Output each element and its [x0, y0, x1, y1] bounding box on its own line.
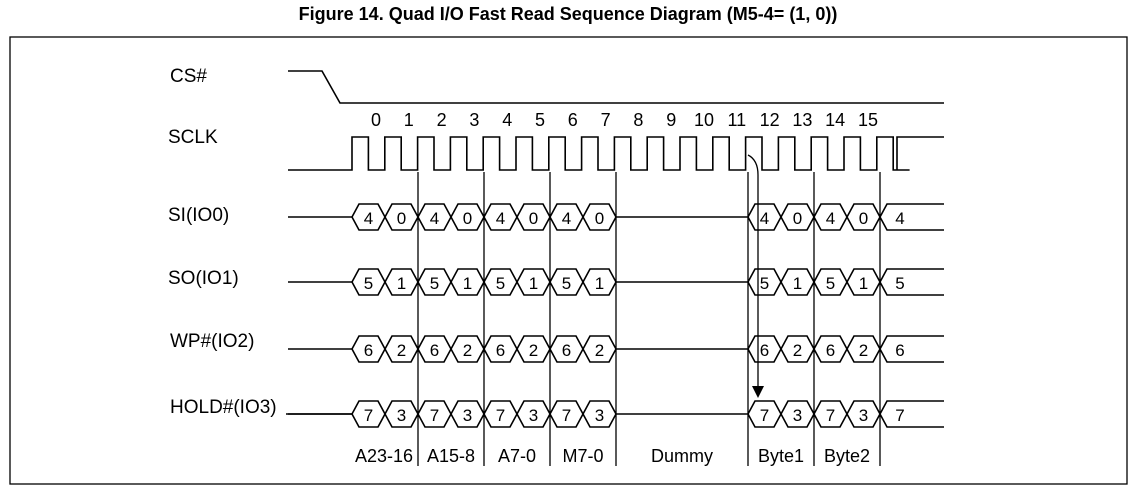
bus-value: 5 [826, 274, 835, 293]
bus-value: 3 [793, 406, 802, 425]
io0-label: SI(IO0) [168, 205, 229, 226]
bus-value: 0 [397, 209, 406, 228]
bus-value: 7 [562, 406, 571, 425]
bus-value: 0 [595, 209, 604, 228]
bus-value: 3 [595, 406, 604, 425]
bus-cell-trailing [879, 335, 944, 363]
io3-label: HOLD#(IO3) [170, 397, 277, 418]
clock-number-3: 3 [469, 110, 479, 130]
bus-value: 4 [826, 209, 835, 228]
clock-number-15: 15 [858, 110, 878, 130]
cs-label: CS# [170, 66, 207, 87]
bus-value-trailing: 6 [895, 341, 904, 360]
clock-number-0: 0 [371, 110, 381, 130]
sclk-waveform [288, 136, 944, 171]
bus-value: 2 [595, 341, 604, 360]
bus-value: 0 [859, 209, 868, 228]
segment-label-5: Byte1 [758, 446, 804, 466]
bus-value: 2 [397, 341, 406, 360]
segment-label-0: A23-16 [355, 446, 413, 466]
segment-label-3: M7-0 [562, 446, 603, 466]
cs-waveform [288, 70, 944, 104]
bus-value: 6 [364, 341, 373, 360]
bus-value: 1 [463, 274, 472, 293]
bus-value: 5 [562, 274, 571, 293]
bus-value: 0 [529, 209, 538, 228]
data-arrow-head [752, 386, 764, 398]
clock-number-12: 12 [760, 110, 780, 130]
bus-value-trailing: 7 [895, 406, 904, 425]
bus-value: 5 [430, 274, 439, 293]
bus-value: 7 [826, 406, 835, 425]
bus-value: 4 [562, 209, 571, 228]
bus-value: 1 [397, 274, 406, 293]
clock-number-6: 6 [568, 110, 578, 130]
segment-label-4: Dummy [651, 446, 713, 466]
bus-value: 5 [760, 274, 769, 293]
clock-number-8: 8 [633, 110, 643, 130]
bus-value: 4 [364, 209, 373, 228]
clock-number-14: 14 [825, 110, 845, 130]
sclk-label: SCLK [168, 127, 218, 148]
bus-value: 1 [793, 274, 802, 293]
clock-number-9: 9 [666, 110, 676, 130]
bus-value: 1 [859, 274, 868, 293]
bus-value: 7 [496, 406, 505, 425]
diagram-frame [9, 36, 1128, 485]
clock-number-11: 11 [727, 110, 746, 130]
bus-value: 6 [826, 341, 835, 360]
bus-value: 0 [793, 209, 802, 228]
figure-title: Figure 14. Quad I/O Fast Read Sequence D… [298, 4, 838, 24]
bus-value: 3 [397, 406, 406, 425]
bus-value: 2 [463, 341, 472, 360]
bus-value: 5 [496, 274, 505, 293]
bus-value: 6 [430, 341, 439, 360]
bus-value: 3 [859, 406, 868, 425]
bus-value: 6 [562, 341, 571, 360]
bus-value: 7 [364, 406, 373, 425]
bus-value-trailing: 5 [895, 274, 904, 293]
bus-value: 7 [760, 406, 769, 425]
bus-value: 6 [760, 341, 769, 360]
bus-value: 2 [793, 341, 802, 360]
clock-number-7: 7 [601, 110, 611, 130]
bus-value: 7 [430, 406, 439, 425]
bus-value: 3 [529, 406, 538, 425]
bus-value: 6 [496, 341, 505, 360]
segment-label-6: Byte2 [824, 446, 870, 466]
bus-value: 3 [463, 406, 472, 425]
bus-value: 1 [529, 274, 538, 293]
clock-number-5: 5 [535, 110, 545, 130]
clock-number-4: 4 [502, 110, 512, 130]
bus-value: 2 [859, 341, 868, 360]
bus-value: 4 [496, 209, 505, 228]
bus-value: 2 [529, 341, 538, 360]
bus-value: 4 [760, 209, 769, 228]
bus-value: 1 [595, 274, 604, 293]
clock-number-2: 2 [437, 110, 447, 130]
bus-value-trailing: 4 [895, 209, 904, 228]
bus-value: 5 [364, 274, 373, 293]
segment-label-1: A15-8 [427, 446, 475, 466]
bus-cell-trailing [879, 203, 944, 231]
io2-label: WP#(IO2) [170, 331, 254, 352]
bus-value: 0 [463, 209, 472, 228]
clock-number-1: 1 [404, 110, 414, 130]
bus-cell-trailing [879, 400, 944, 428]
io1-label: SO(IO1) [168, 268, 239, 289]
bus-cell-trailing [879, 268, 944, 296]
data-arrow-line [747, 154, 759, 388]
clock-number-10: 10 [694, 110, 714, 130]
bus-value: 4 [430, 209, 439, 228]
segment-label-2: A7-0 [498, 446, 536, 466]
clock-number-13: 13 [792, 110, 812, 130]
